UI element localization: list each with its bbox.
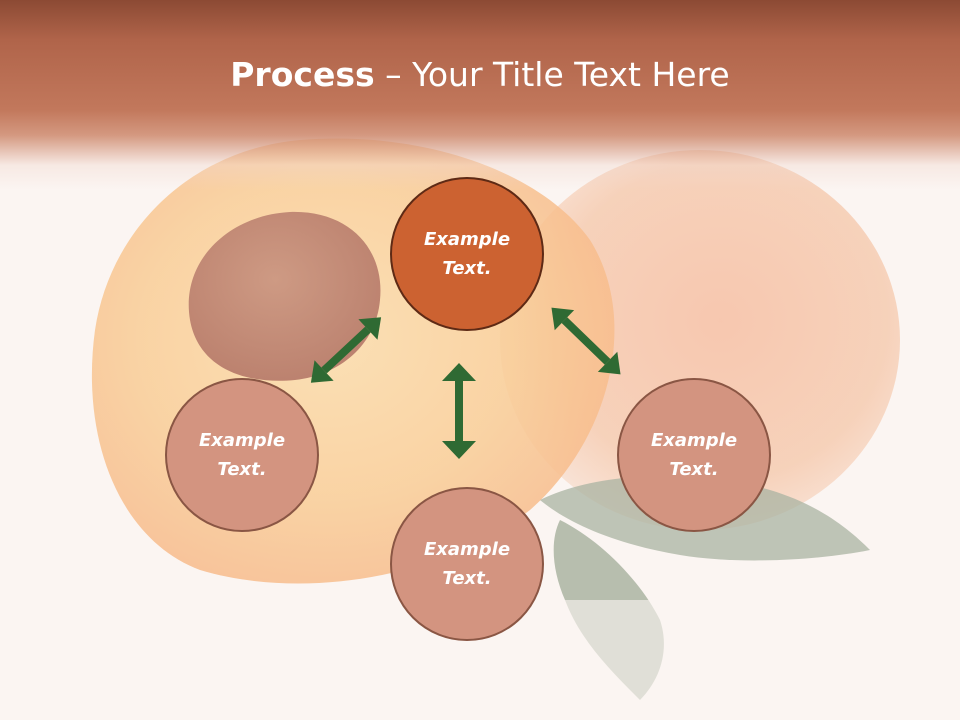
- process-node-bottom[interactable]: Example Text.: [390, 487, 544, 641]
- node-label: Example Text.: [423, 539, 511, 589]
- process-node-right[interactable]: Example Text.: [617, 378, 771, 532]
- node-label: Example Text.: [650, 430, 738, 480]
- header-band: [0, 0, 960, 190]
- page-title: Process – Your Title Text Here: [0, 50, 960, 100]
- title-rest: – Your Title Text Here: [374, 55, 730, 94]
- process-node-top[interactable]: Example Text.: [390, 177, 544, 331]
- half-apricot-shape: [91, 138, 615, 584]
- node-label: Example Text.: [198, 430, 286, 480]
- whole-apricot-shape: [500, 150, 900, 530]
- process-node-left[interactable]: Example Text.: [165, 378, 319, 532]
- node-label: Example Text.: [423, 229, 511, 279]
- title-bold: Process: [230, 55, 375, 94]
